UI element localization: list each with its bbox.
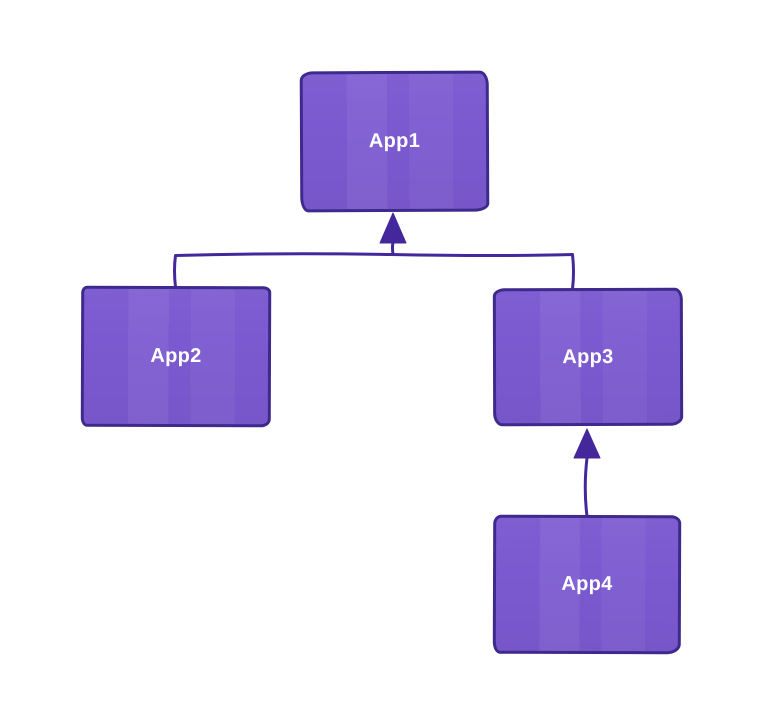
arrowhead-up-icon — [379, 212, 407, 244]
edge-app4-to-app3[interactable] — [573, 428, 601, 518]
edge-branch-line[interactable] — [173, 252, 575, 291]
node-app1-label: App1 — [368, 129, 421, 153]
arrowhead-up-icon — [573, 428, 601, 459]
edge-stem-line[interactable] — [391, 240, 395, 256]
node-app1[interactable]: App1 — [299, 70, 490, 213]
node-app2[interactable]: App2 — [80, 285, 272, 428]
node-app4[interactable]: App4 — [492, 514, 682, 655]
node-app3[interactable]: App3 — [492, 287, 684, 427]
edge-line[interactable] — [583, 456, 589, 518]
node-app4-label: App4 — [561, 572, 613, 596]
node-app3-label: App3 — [562, 345, 614, 368]
edge-app2-app3-to-app1[interactable] — [173, 212, 575, 291]
node-app2-label: App2 — [150, 344, 202, 368]
